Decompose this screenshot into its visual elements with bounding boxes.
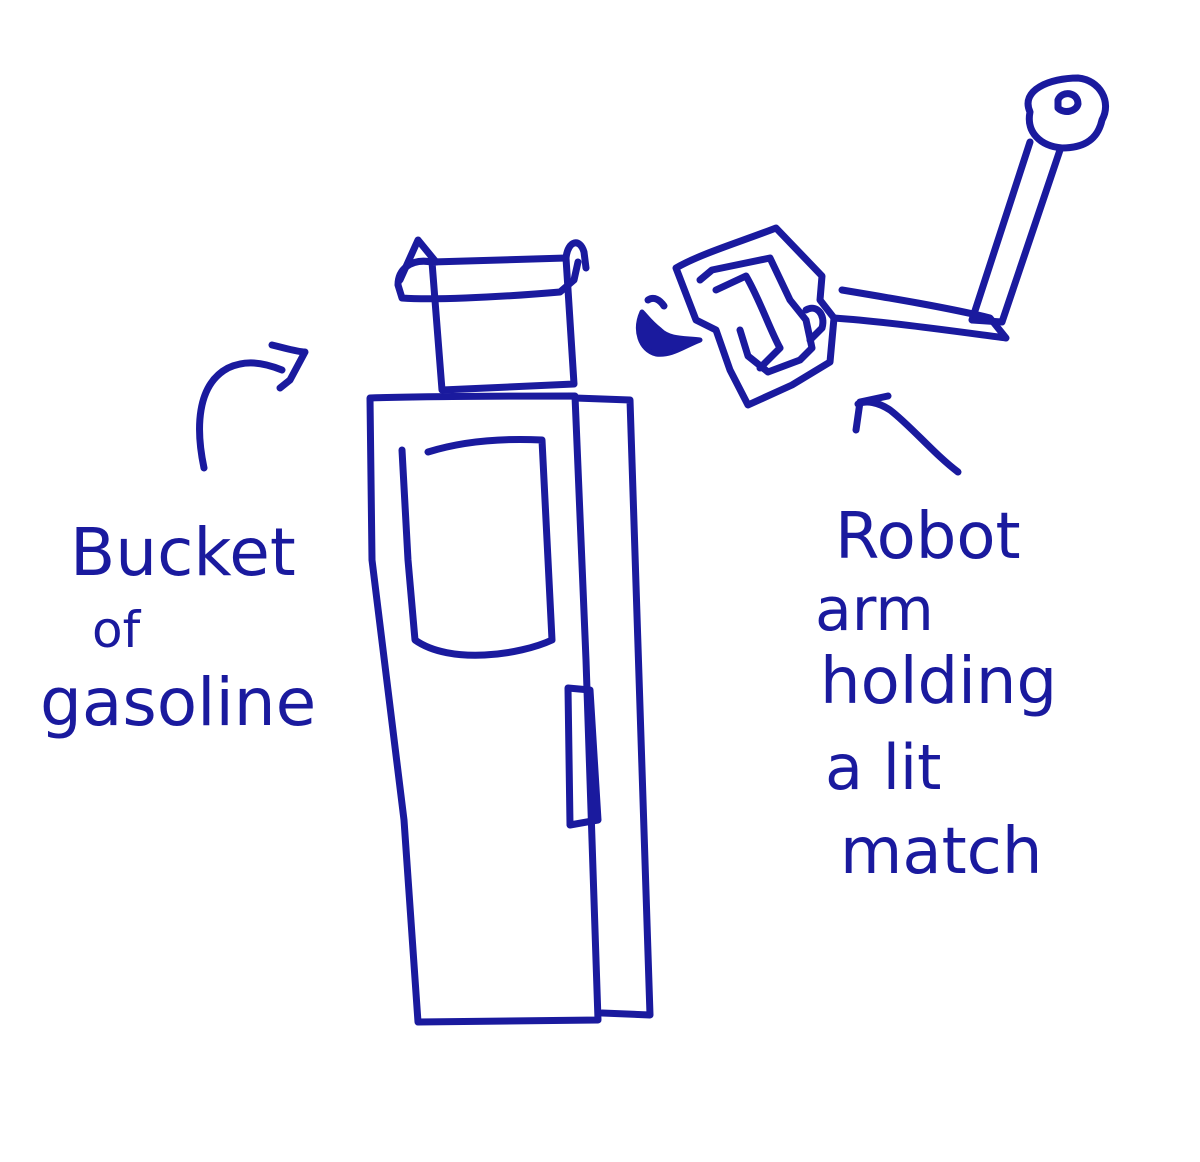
robot-forearm: [830, 286, 1010, 342]
bucket-body: [428, 254, 578, 394]
tower-front-outline: [366, 392, 602, 1026]
bucket-drawing: [394, 236, 590, 394]
bucket-label: Bucket of gasoline: [40, 520, 360, 760]
robot-label-line1: Robot: [835, 500, 1021, 574]
flame-icon: [636, 309, 703, 357]
bucket-label-line2: of: [92, 601, 141, 659]
robot-upper-arm: [968, 138, 1064, 326]
right-arrow-shaft: [854, 398, 962, 476]
robot-label-line3: holding: [820, 645, 1058, 719]
flame-flicker: [644, 294, 668, 310]
robot-label-line2: arm: [815, 575, 934, 645]
robot-label-line4: a lit: [825, 731, 942, 804]
bucket-handle-left: [396, 236, 440, 284]
robot-hand-knuckle: [802, 304, 827, 344]
robot-hand-fingers: [696, 254, 816, 376]
robot-arm-label: Robot arm holding a lit match: [815, 505, 1115, 905]
bucket-rim: [394, 257, 582, 303]
right-arrow-head: [852, 392, 892, 434]
robot-base-knob: [1054, 90, 1082, 115]
tower-handle: [564, 684, 602, 829]
bucket-handle-right: [562, 239, 590, 272]
left-arrow-shaft: [196, 359, 286, 472]
bucket-label-line3: gasoline: [40, 664, 317, 741]
robot-base-mount: [1024, 74, 1110, 152]
robot-arm-drawing: [672, 74, 1110, 409]
robot-label-line5: match: [840, 815, 1043, 889]
left-arrow-head: [268, 341, 309, 392]
tower-side-panel: [571, 394, 654, 1019]
tower-drawing: [366, 392, 654, 1026]
match-flame: [636, 294, 703, 357]
tower-window: [398, 436, 556, 659]
bucket-label-line1: Bucket: [70, 514, 296, 591]
robot-hand-palm: [672, 224, 838, 409]
right-arrow: [852, 392, 962, 476]
left-arrow: [196, 341, 309, 472]
robot-hand-inner: [712, 272, 784, 372]
